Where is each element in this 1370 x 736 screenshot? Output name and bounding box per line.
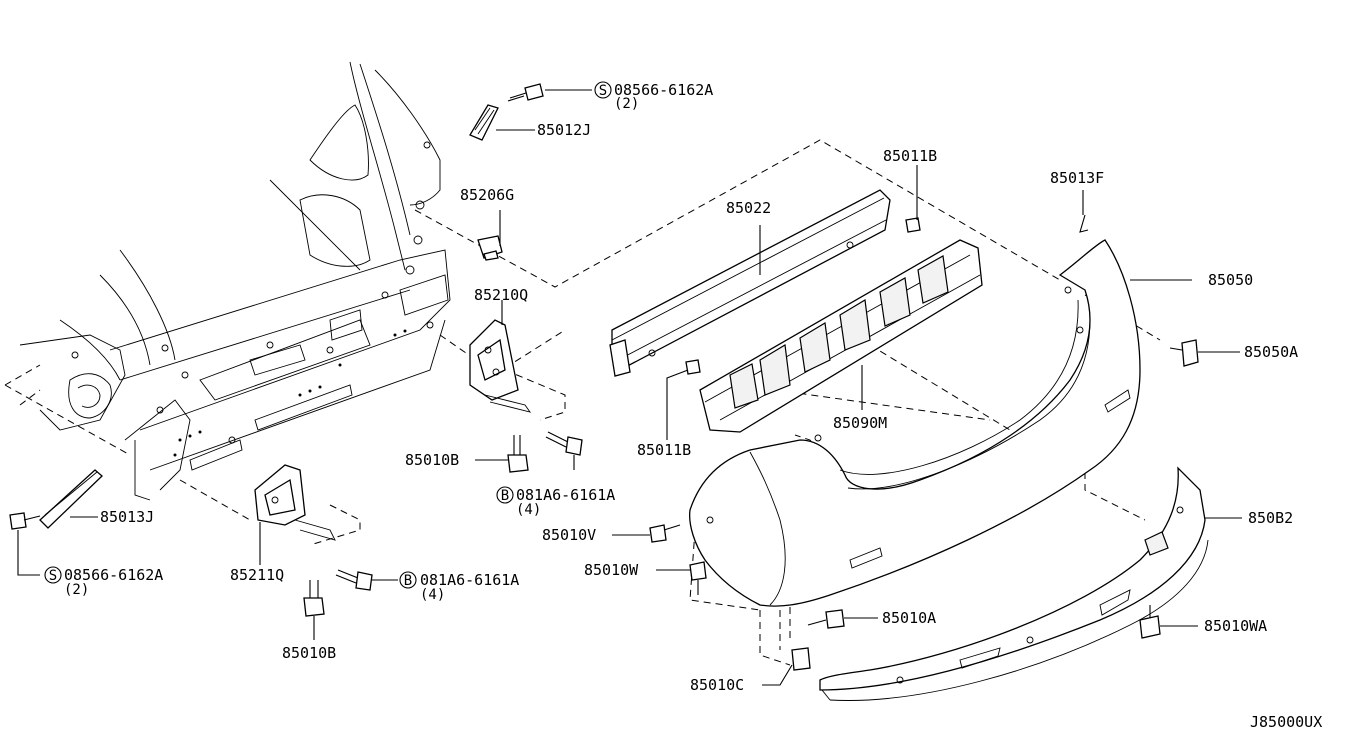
label-85010C: 85010C [690,676,744,694]
absorber-85090M-drawing [699,239,983,433]
label-85013F: 85013F [1050,169,1104,187]
label-85011B-upper: 85011B [883,147,937,165]
diagram-id: J85000UX [1250,713,1322,731]
clip-85050A-drawing [1169,339,1199,367]
clip-85010C-drawing [791,647,811,671]
callout-081A6-upper: B 081A6-6161A (4) [496,486,615,518]
prefix-letter: B [404,573,412,589]
callout-081A6-lower: B 081A6-6161A (4) [399,571,519,603]
quantity: (4) [420,587,445,603]
quantity: (4) [516,502,541,518]
clip-85010WA-drawing [1139,605,1161,639]
guide-lines [4,139,1161,666]
label-85013J: 85013J [100,508,154,526]
label-85010V: 85010V [542,526,596,544]
prefix-circle-S [594,81,612,99]
clip-85010V-drawing [649,524,681,543]
label-85050: 85050 [1208,271,1253,289]
label-85206G: 85206G [460,186,514,204]
label-85022: 85022 [726,199,771,217]
callout-08566-top: S 08566-6162A (2) [594,81,713,112]
screw-08566-top-drawing [507,83,544,102]
screw-08566-lower-drawing [9,512,41,530]
nut-85011B-upper-drawing [905,217,921,233]
reinforcement-85022-drawing [609,189,891,377]
label-85090M: 85090M [833,414,887,432]
label-85010B-upper: 85010B [405,451,459,469]
quantity: (2) [64,582,89,598]
callout-08566-lower: S 08566-6162A (2) [44,566,163,598]
label-85010B-lower: 85010B [282,644,336,662]
part-number: 081A6-6161A [516,486,615,504]
clip-85206G-drawing [477,235,503,261]
rear-body-panel-drawing [19,61,451,501]
part-number: 08566-6162A [64,566,163,584]
label-85012J: 85012J [537,121,591,139]
prefix-letter: B [501,488,509,504]
label-850B2: 850B2 [1248,509,1293,527]
label-85211Q: 85211Q [230,566,284,584]
prefix-circle-B [399,571,417,589]
nut-85011B-lower-drawing [685,359,701,375]
prefix-letter: S [599,83,607,99]
screw-85010A-drawing [807,609,845,629]
prefix-circle-S [44,566,62,584]
bolt-85010B-lower-drawing [303,580,325,617]
clip-85010W-drawing [689,561,707,595]
label-85010W: 85010W [584,561,639,579]
prefix-circle-B [496,486,514,504]
clip-85013F-drawing [1079,214,1089,233]
label-85011B-lower: 85011B [637,441,691,459]
clip-85012J-drawing [469,104,499,141]
label-85210Q: 85210Q [474,286,528,304]
quantity: (2) [614,96,639,112]
screw-081A6-lower-drawing [335,569,373,591]
screw-081A6-upper-drawing [545,431,583,456]
bracket-85211Q-drawing [254,464,336,541]
part-number: 08566-6162A [614,81,713,99]
bolt-85010B-upper-drawing [507,435,529,473]
bracket-85210Q-drawing [469,319,532,413]
prefix-letter: S [49,568,57,584]
leader-lines [17,89,1242,686]
label-85010A: 85010A [882,609,936,627]
label-85010WA: 85010WA [1204,617,1267,635]
clip-85013J-drawing [39,469,103,529]
bumper-fascia-85050-drawing [689,239,1141,607]
diffuser-850B2-drawing [819,466,1209,701]
label-85050A: 85050A [1244,343,1298,361]
part-number: 081A6-6161A [420,571,519,589]
